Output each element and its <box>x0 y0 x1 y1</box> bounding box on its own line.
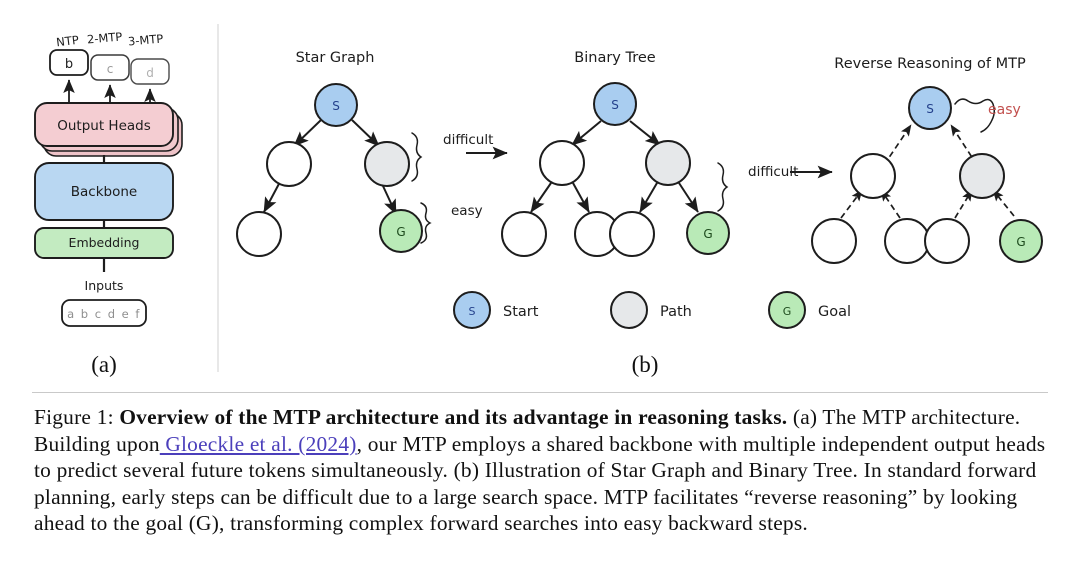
star-node-goal: G <box>379 209 423 253</box>
rr-leaf-1 <box>811 218 857 264</box>
legend: S Start Path G Goal <box>453 291 851 329</box>
head-token-box-b: b <box>49 49 89 76</box>
bt-node-path <box>645 140 691 186</box>
rr-node-start-token: S <box>926 102 934 116</box>
legend-item-path: Path <box>610 291 692 329</box>
backbone-block: Backbone <box>34 162 174 221</box>
embedding-label: Embedding <box>69 235 140 250</box>
bt-leaf-3 <box>609 211 655 257</box>
caption-citation-link[interactable]: Gloeckle et al. (2024) <box>159 431 357 456</box>
legend-start-label: Start <box>503 304 539 320</box>
bt-node-goal: G <box>686 211 730 255</box>
star-node-goal-token: G <box>396 225 405 239</box>
inputs-token-box: a b c d e f <box>61 299 147 327</box>
rr-leaf-3 <box>924 218 970 264</box>
bt-edge-r-rl <box>639 182 658 213</box>
legend-goal-label: Goal <box>818 304 851 320</box>
rr-leaf-2 <box>884 218 930 264</box>
head-token-c: c <box>107 62 114 76</box>
head-token-d: d <box>146 66 154 80</box>
embedding-block: Embedding <box>34 227 174 259</box>
star-edge-s-left <box>293 119 322 147</box>
caption-body-1: (a) The MTP architecture. Building upon <box>34 405 1021 456</box>
star-edge-path-goal <box>382 185 397 215</box>
backbone-label: Backbone <box>71 184 137 200</box>
rr-node-goal-token: G <box>1016 235 1025 249</box>
star-node-start-token: S <box>332 99 340 113</box>
caption-divider <box>32 392 1048 393</box>
caption-body-2: , our MTP employs a shared backbone with… <box>34 431 1046 536</box>
rr-edge-leaf2-to-left <box>880 189 901 219</box>
rr-edge-leaf1-to-left <box>840 189 863 219</box>
binary-tree-title: Binary Tree <box>574 50 655 66</box>
subpanel-binary-tree: Binary Tree S G difficult <box>501 50 798 257</box>
bt-node-start-token: S <box>611 98 619 112</box>
bt-node-goal-token: G <box>703 227 712 241</box>
star-node-start: S <box>314 83 358 127</box>
star-node-path <box>364 141 410 187</box>
legend-item-start: S Start <box>453 291 539 329</box>
bt-node-empty-left <box>539 140 585 186</box>
bt-leaf-1 <box>501 211 547 257</box>
rr-edge-goal-to-right <box>992 189 1015 217</box>
star-node-empty-2 <box>236 211 282 257</box>
bt-edge-s-left <box>571 120 602 146</box>
caption-prefix: Figure 1: <box>34 405 120 429</box>
legend-goal-token: G <box>783 305 792 318</box>
star-brace-difficult <box>411 132 423 182</box>
rr-node-goal: G <box>999 219 1043 263</box>
rr-edge-right-to-s <box>950 124 978 166</box>
star-graph-title: Star Graph <box>296 50 375 66</box>
rr-edge-leaf3-to-right <box>954 189 973 219</box>
figure-caption: Figure 1: Overview of the MTP architectu… <box>34 404 1048 537</box>
legend-item-goal: G Goal <box>768 291 851 329</box>
bt-edge-l-ll <box>530 182 552 213</box>
head-token-box-d: d <box>130 58 170 85</box>
star-edge-left-down <box>263 179 282 213</box>
bt-edge-r-rr <box>678 182 699 213</box>
panel-a: NTP 2-MTP 3-MTP b c d Output Heads <box>34 29 183 377</box>
bt-node-start: S <box>593 82 637 126</box>
caption-bold-title: Overview of the MTP architecture and its… <box>119 405 788 429</box>
reverse-reasoning-title: Reverse Reasoning of MTP <box>834 56 1026 72</box>
subpanel-star-graph: Star Graph S G difficult easy <box>236 50 493 257</box>
output-heads-label: Output Heads <box>57 118 151 134</box>
head-token-box-c: c <box>90 54 130 81</box>
star-edge-s-right <box>351 119 380 147</box>
output-heads-block: Output Heads <box>34 102 183 157</box>
figure-image: NTP 2-MTP 3-MTP b c d Output Heads <box>34 24 1043 377</box>
subpanel-reverse-reasoning: Reverse Reasoning of MTP S G easy <box>811 56 1043 264</box>
rr-edge-left-to-s <box>883 124 912 166</box>
head-label-ntp: NTP <box>55 33 79 50</box>
head-label-3mtp: 3-MTP <box>127 31 163 48</box>
star-brace-easy <box>420 202 432 244</box>
rr-node-start: S <box>908 86 952 130</box>
inputs-tokens: a b c d e f <box>67 307 141 321</box>
rr-node-path <box>959 153 1005 199</box>
rr-node-empty-left <box>850 153 896 199</box>
star-annotation-difficult: difficult <box>443 132 493 148</box>
legend-path-label: Path <box>660 304 692 320</box>
bt-edge-l-lr <box>572 182 590 213</box>
rr-annotation-easy: easy <box>988 102 1021 118</box>
bt-brace-difficult <box>717 162 729 212</box>
star-annotation-easy: easy <box>451 203 483 219</box>
head-token-b: b <box>65 57 73 72</box>
bt-edge-s-right <box>629 120 661 146</box>
panel-a-label: (a) <box>91 352 117 377</box>
legend-start-token: S <box>469 305 476 318</box>
star-node-empty-1 <box>266 141 312 187</box>
rr-squiggle-easy <box>954 98 996 133</box>
bt-annotation-difficult: difficult <box>748 164 798 180</box>
head-label-2mtp: 2-MTP <box>86 29 122 46</box>
panel-b-label: (b) <box>632 352 659 377</box>
inputs-label: Inputs <box>85 278 124 293</box>
